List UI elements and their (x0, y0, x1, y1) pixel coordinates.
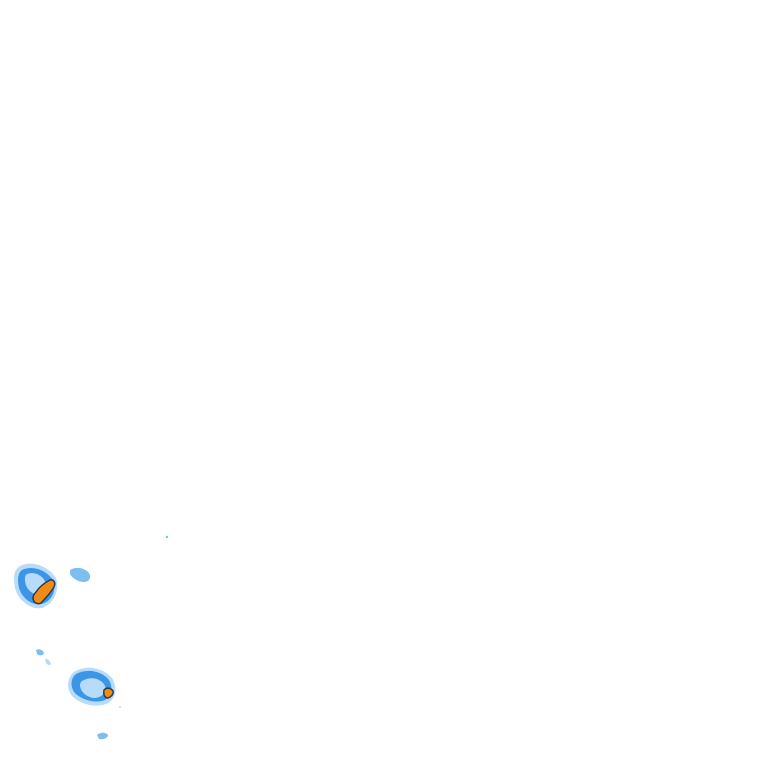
precip-cell-lower (68, 667, 116, 706)
precip-cell-upper-core (32, 579, 56, 605)
precip-blob-right (70, 567, 91, 582)
precip-dot (119, 706, 121, 708)
precip-cell-lower-core (103, 687, 114, 699)
precip-blob-bottom (97, 732, 108, 740)
precip-cell-upper (14, 563, 58, 609)
precip-streak-1 (36, 649, 44, 656)
precip-cell-lower-inner (80, 678, 106, 698)
precip-speck (165, 535, 169, 539)
precip-streak-2 (45, 658, 51, 666)
